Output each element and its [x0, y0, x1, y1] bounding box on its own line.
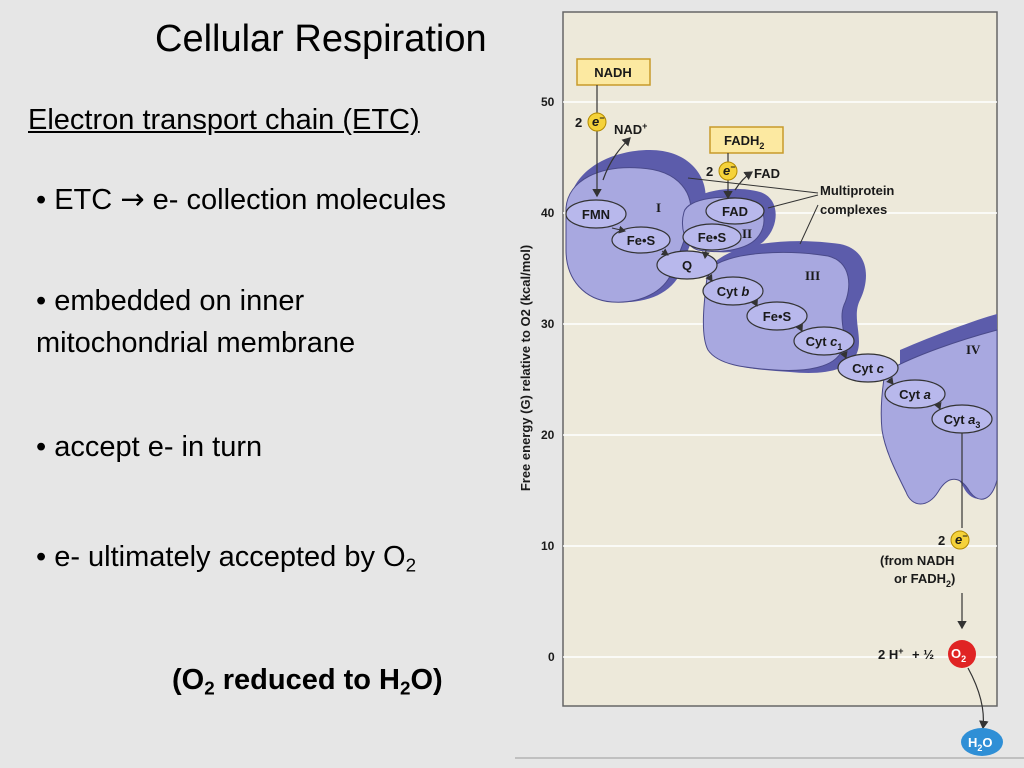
y-tick-10: 10 — [541, 539, 555, 553]
electron-e-fadh2: e− — [723, 162, 736, 178]
bullet-embedded-line2: mitochondrial membrane — [36, 327, 356, 359]
from-nadh-line1: (from NADH — [880, 553, 954, 568]
electron-icon-nadh — [587, 112, 607, 132]
cyt-c-carrier — [837, 353, 899, 383]
electron-e-nadh: e− — [592, 113, 605, 129]
complex-iii-label: III — [805, 268, 820, 283]
pointer-complex-iii — [799, 204, 819, 245]
fes-label-ii: Fe•S — [698, 230, 727, 245]
bullet-embedded-line1: • embedded on inner — [36, 285, 305, 317]
nad-plus-label: NAD+ — [614, 121, 647, 137]
foot-mid: reduced to H — [214, 664, 401, 696]
multiprotein-label-2: complexes — [820, 202, 887, 217]
final-eq-2h: 2 H+ — [878, 646, 904, 662]
fes-label-iii: Fe•S — [763, 309, 792, 324]
complex-ii-label: II — [742, 226, 752, 241]
slide-subtitle: Electron transport chain (ETC) — [28, 104, 420, 136]
bullet-o2-subscript: 2 — [405, 554, 417, 576]
foot-close: O) — [410, 664, 443, 696]
q-label: Q — [682, 258, 692, 273]
cyt-a-label: Cyt a — [899, 387, 931, 402]
fes-carrier-i — [611, 226, 671, 254]
two-e-fadh2: 2 — [706, 164, 713, 179]
o2-to-h2o-arrow — [967, 667, 989, 730]
foot-open: (O — [172, 664, 205, 696]
bullet-o2-text: • e- ultimately accepted by O — [36, 541, 406, 573]
y-tick-20: 20 — [541, 428, 555, 442]
fes-carrier-iii — [746, 301, 808, 331]
fes-carrier-ii — [682, 223, 742, 251]
footnote-o2-reduced: (O2 reduced to H2O) — [172, 664, 443, 699]
arrow-icon: → — [120, 182, 145, 216]
cyt-b-label: Cyt b — [717, 284, 750, 299]
final-eq-half: + ½ — [912, 647, 934, 662]
h2o-icon — [961, 728, 1003, 756]
y-tick-0: 0 — [548, 650, 555, 664]
complex-iv-label: IV — [966, 342, 981, 357]
two-e-nadh: 2 — [575, 115, 582, 130]
nadh-label: NADH — [594, 65, 632, 80]
cyt-b-carrier — [702, 276, 764, 306]
fmn-carrier — [565, 199, 627, 229]
cyt-c-label: Cyt c — [852, 361, 885, 376]
bullet-etc-prefix: • ETC — [36, 184, 121, 216]
h2o-label: H2O — [968, 735, 993, 753]
bullet-embedded: • embedded on inner mitochondrial membran… — [36, 280, 355, 364]
foot-sub2: 2 — [400, 677, 411, 699]
y-tick-40: 40 — [541, 206, 555, 220]
foot-sub1: 2 — [204, 677, 215, 699]
electron-e-final: e− — [955, 531, 968, 547]
fad-label: FAD — [754, 166, 780, 181]
cyt-c1-carrier — [793, 326, 855, 356]
y-axis-title: Free energy (G) relative to O2 (kcal/mol… — [518, 245, 533, 491]
fad-carrier — [705, 197, 765, 225]
fadh2-sub: 2 — [759, 141, 764, 151]
cyt-a3-label: Cyt a3 — [944, 412, 981, 430]
y-tick-50: 50 — [541, 95, 555, 109]
bullet-accept-turn: • accept e- in turn — [36, 431, 263, 463]
two-e-final: 2 — [938, 533, 945, 548]
o2-icon — [948, 640, 976, 668]
pointer-complex-i — [687, 177, 819, 194]
y-tick-30: 30 — [541, 317, 555, 331]
cyt-a-carrier — [884, 379, 946, 409]
pointer-complex-ii — [767, 194, 819, 209]
multiprotein-label-1: Multiprotein — [820, 183, 894, 198]
fad-curve-arrow — [734, 171, 753, 191]
fadh2-label: FADH2 — [724, 133, 764, 151]
electron-icon-fadh2 — [718, 161, 738, 181]
electron-flow-arrows — [611, 225, 942, 410]
nadh-box — [576, 58, 651, 86]
fes-label-i: Fe•S — [627, 233, 656, 248]
fadh2-box — [709, 126, 784, 154]
cyt-c1-label: Cyt c1 — [806, 334, 843, 352]
fadh2-main: FADH — [724, 133, 759, 148]
fad-carrier-label: FAD — [722, 204, 748, 219]
bullet-accepted-by-o2: • e- ultimately accepted by O2 — [36, 536, 416, 578]
from-nadh-line2: or FADH2) — [894, 571, 955, 589]
slide-title: Cellular Respiration — [155, 18, 487, 60]
o2-label: O2 — [951, 646, 966, 664]
nad-curve-arrow — [602, 137, 631, 181]
bullet-etc-collection: • ETC → e- collection molecules — [36, 178, 446, 221]
electron-icon-final — [950, 530, 970, 550]
bullet-etc-suffix: e- collection molecules — [144, 184, 447, 216]
complex-i-label: I — [656, 200, 661, 215]
fmn-label: FMN — [582, 207, 610, 222]
